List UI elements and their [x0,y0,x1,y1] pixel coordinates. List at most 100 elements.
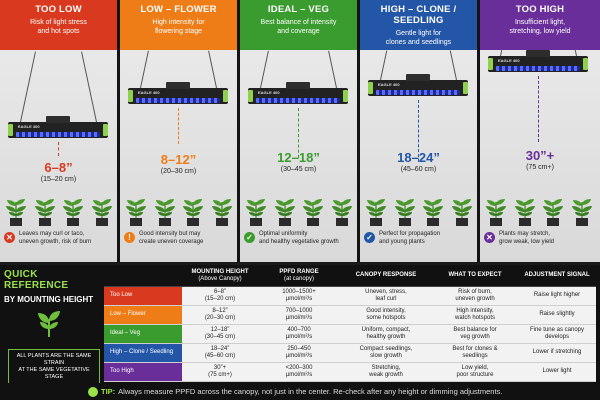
canopy-response-cell: Good intensity,some hotspots [340,305,432,325]
column-header-line2: (Above Canopy) [198,275,242,282]
plant-row [244,196,354,226]
close-icon: ✕ [4,232,15,243]
panel-note-line1: Optimal uniformity [259,231,308,237]
light-driver-box [46,116,70,123]
stage-cell: Too Low [104,286,182,306]
panel-description-line1: Risk of light stress [30,19,87,26]
plant-icon [301,196,325,226]
panel-note: ✕ Leaves may curl or taco,uneven growth, … [0,230,117,262]
adjustment-cell: Lower if stretching [518,343,596,363]
plant-icon [330,196,354,226]
stage-cell: Ideal – Veg [104,324,182,344]
panel-description-line1: Insufficient light, [514,19,566,26]
plant-icon [450,196,474,226]
ppfd-cell-line2: µmol/m²/s [285,333,313,340]
grow-light: EAGLE 400 [8,116,108,138]
mounting-height-metric: (15–20 cm) [40,176,77,183]
height-cell-line2: (15–20 cm) [204,295,236,302]
tip-icon [88,387,98,398]
tip-bar: TIP:Always measure PPFD across the canop… [0,383,600,400]
distance-arrow [298,108,299,158]
adjustment-cell-line1: Lower if stretching [532,349,582,355]
panel-note-text: Leaves may curl or taco,uneven growth, r… [19,231,91,246]
canopy-response-cell-line1: Good intensity, [366,307,406,314]
canopy-response-cell: Uniform, compact,healthy growth [340,324,432,344]
expectation-cell-line1: Best for clones & [452,345,498,352]
light-model-label: EAGLE 400 [498,58,520,63]
light-end-cap [248,90,253,102]
panel-note-line2: grow weak, low yield [499,238,555,245]
reference-column-header: WHAT TO EXPECT [432,266,518,287]
ppfd-cell-line1: 400–700 [287,326,311,333]
panel-note-line1: Plants may stretch, [499,231,551,237]
expectation-cell-line2: seedlings [462,352,488,359]
light-end-cap [103,124,108,136]
panel-note-line1: Perfect for propagation [379,231,441,237]
panel-description-line2: flowering stage [154,27,203,35]
panel-title: TOO LOW [35,4,82,15]
distance-arrow [418,100,419,162]
plant-icon [38,311,60,337]
plant-icon [541,196,565,226]
panel-note: ✕Plants may stretch,grow weak, low yield [480,230,600,262]
ppfd-cell-line1: 250–450 [287,345,311,352]
light-driver-box [526,50,550,57]
plant-icon [4,196,28,226]
ppfd-cell-line2: µmol/m²/s [285,352,313,359]
height-cell-line1: 8–12” [212,307,228,314]
reference-column-header: ADJUSTMENT SIGNAL [518,266,596,287]
light-end-cap [368,82,373,94]
canopy-response-cell: Stretching,weak growth [340,362,432,382]
grow-light: EAGLE 400 [488,50,588,72]
quick-reference: QUICK REFERENCE BY MOUNTING HEIGHT ALL P… [0,265,600,385]
ppfd-cell-line1: 700–1000 [285,307,313,314]
grow-light: EAGLE 400 [248,82,348,104]
expectation-cell: Low yield,poor structure [432,362,518,382]
adjustment-cell: Raise light higher [518,286,596,306]
tip-label: TIP: [101,387,116,396]
mounting-height-value: 8–12” [160,152,197,167]
height-cell: 12–18”(30–45 cm) [182,324,258,344]
distance-arrow [58,142,59,156]
hanging-wire [260,50,269,89]
canopy-response-cell-line2: healthy growth [366,333,406,340]
panel-title: HIGH – CLONE / SEEDLING [380,4,457,26]
canopy-response-cell-line2: some hotspots [366,314,406,321]
canopy-response-cell: Compact seedlings,slow growth [340,343,432,363]
column-header-line1: ADJUSTMENT SIGNAL [524,272,590,279]
canopy-response-cell-line1: Uniform, compact, [361,326,411,333]
panel-description-line1: Best balance of intensity [260,19,337,26]
expectation-cell: Best for clones &seedlings [432,343,518,363]
height-cell-line1: 30”+ [213,364,227,371]
reference-column-header [104,266,182,287]
panel-note-line2: create uneven coverage [139,238,204,245]
plant-row [4,196,114,226]
panel-note-text: Plants may stretch,grow weak, low yield [499,231,554,246]
height-cell-line1: 6–8” [213,288,226,295]
distance-arrow [178,108,179,144]
quick-reference-title: QUICK REFERENCE [4,269,69,291]
hanging-wire [449,50,457,81]
plant-icon [61,196,85,226]
check-icon: ✓ [244,232,255,243]
plant-icon [33,196,57,226]
plant-icon [181,196,205,226]
hanging-wire [380,50,388,81]
height-cell-line2: (20–30 cm) [204,314,236,321]
plant-icon [484,196,508,226]
panel-description-line2: clones and seedlings [385,38,452,46]
column-header-line1: MOUNTING HEIGHT [191,268,249,275]
column-header-line1: CANOPY RESPONSE [355,272,417,279]
plant-icon [570,196,594,226]
